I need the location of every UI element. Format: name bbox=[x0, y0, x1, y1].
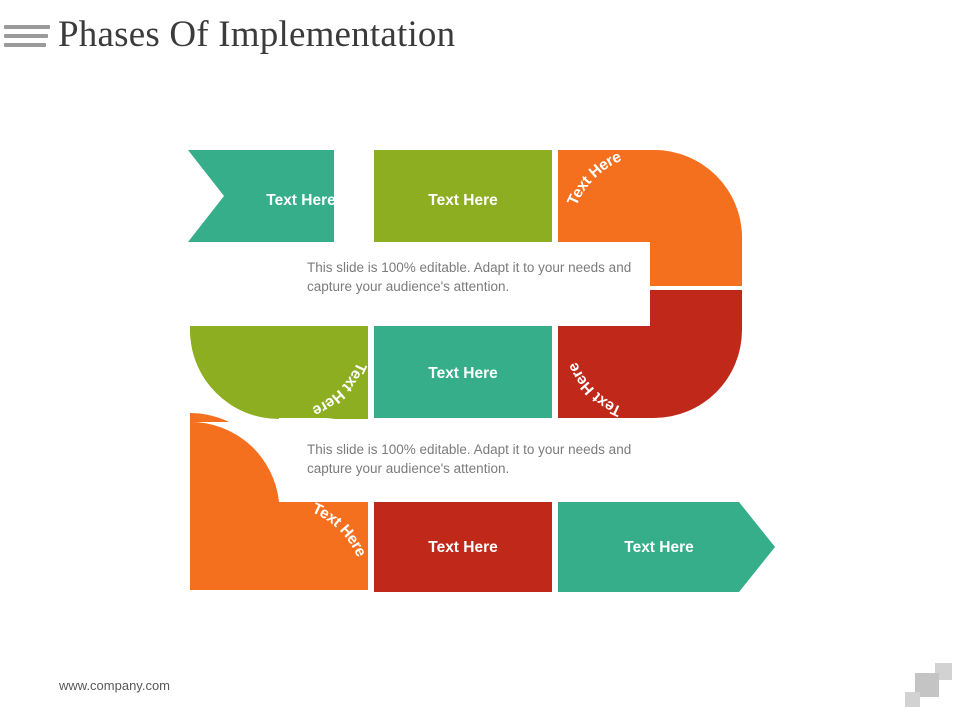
caption-2: This slide is 100% editable. Adapt it to… bbox=[307, 442, 632, 476]
segment-3-shape-stem bbox=[558, 150, 650, 242]
segment-5[interactable]: Text Here bbox=[374, 326, 552, 418]
segment-1-shape bbox=[188, 150, 334, 242]
segment-9-shape bbox=[558, 502, 775, 592]
segment-2-shape bbox=[374, 150, 552, 242]
segment-9[interactable]: Text Here bbox=[558, 502, 775, 592]
caption-band-2-bg bbox=[368, 418, 608, 502]
caption-band-1-cap bbox=[284, 242, 558, 326]
segment-8-label: Text Here bbox=[428, 539, 498, 556]
segment-4[interactable]: Text Here bbox=[558, 290, 742, 419]
segment-5-label: Text Here bbox=[428, 365, 498, 382]
segment-4-shape-curve bbox=[650, 290, 742, 418]
segment-4-shape-stem bbox=[558, 326, 650, 418]
right-turn-void-cap bbox=[604, 242, 650, 326]
segment-6-shape-top bbox=[190, 326, 368, 419]
segment-3-shape-curve bbox=[650, 150, 742, 286]
footer-url: www.company.com bbox=[59, 678, 171, 693]
hamburger-icon bbox=[4, 25, 52, 51]
corner-decoration bbox=[905, 663, 953, 711]
segment-5-shape bbox=[374, 326, 552, 418]
segment-2[interactable]: Text Here bbox=[374, 150, 552, 242]
corner-square-top-right bbox=[935, 663, 952, 680]
slide-header: Phases Of Implementation bbox=[0, 0, 960, 86]
hamburger-bar-2 bbox=[4, 34, 48, 38]
segment-1-label: Text Here bbox=[266, 192, 336, 209]
caption-1: This slide is 100% editable. Adapt it to… bbox=[307, 260, 632, 294]
segment-8-shape bbox=[374, 502, 552, 592]
page-title: Phases Of Implementation bbox=[58, 14, 456, 55]
corner-square-bottom-left bbox=[905, 692, 920, 707]
segment-1[interactable]: Text Here bbox=[188, 150, 336, 242]
hamburger-bar-1 bbox=[4, 25, 50, 29]
segment-2-label: Text Here bbox=[428, 192, 498, 209]
segment-8[interactable]: Text Here bbox=[374, 502, 552, 592]
left-turn-void-cap bbox=[279, 418, 371, 502]
segment-7-shape bbox=[190, 421, 368, 590]
hamburger-bar-3 bbox=[4, 43, 46, 47]
segment-9-label: Text Here bbox=[624, 539, 694, 556]
segment-6[interactable]: Text Here bbox=[190, 326, 369, 420]
